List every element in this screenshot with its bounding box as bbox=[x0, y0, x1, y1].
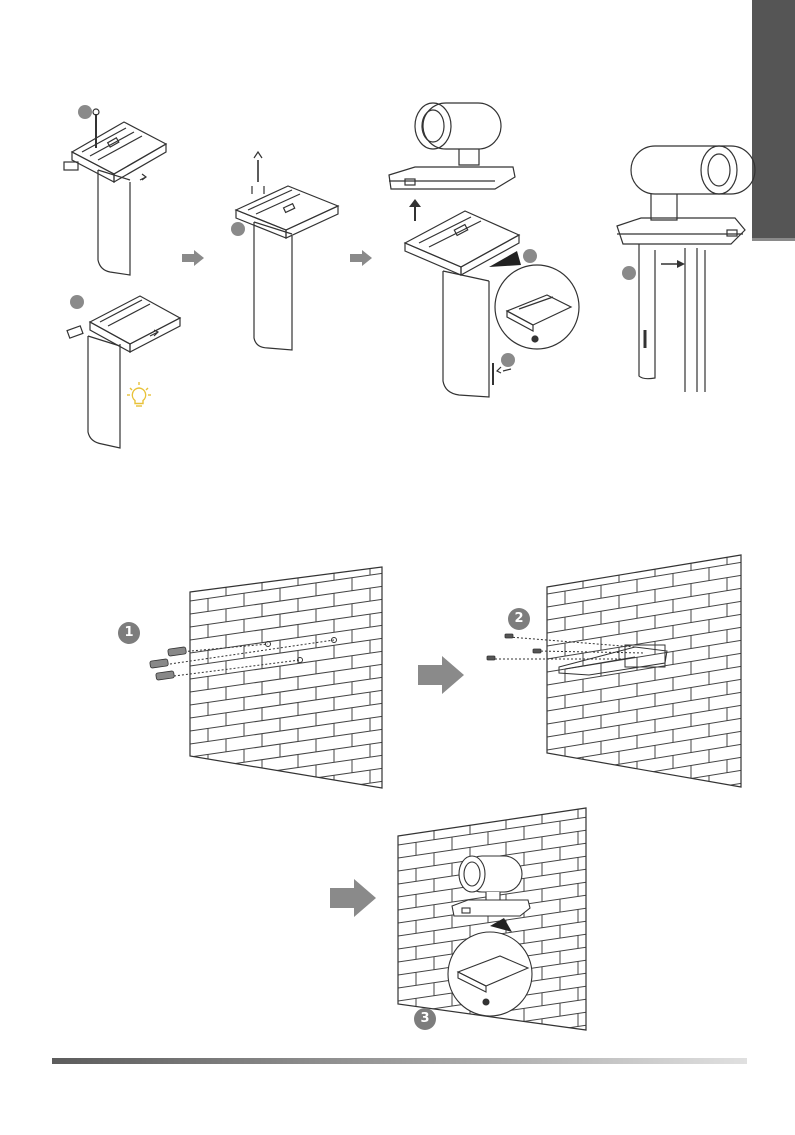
tip-lightbulb bbox=[126, 380, 152, 410]
step-badge-a bbox=[78, 105, 92, 119]
side-tab-underline bbox=[752, 238, 795, 241]
lightbulb-icon bbox=[126, 380, 152, 410]
step-badge-c bbox=[231, 222, 245, 236]
figure-camera-onto-shelf bbox=[385, 95, 585, 400]
flow-arrow-2 bbox=[350, 250, 372, 271]
step-3-badge: 3 bbox=[414, 1008, 436, 1030]
figure-wall-bracket-screws bbox=[485, 555, 745, 790]
step-badge-e bbox=[622, 266, 636, 280]
flow-arrow-3 bbox=[418, 656, 464, 699]
step-badge-d2 bbox=[501, 353, 515, 367]
figure-wall-drill-anchors bbox=[140, 562, 385, 792]
figure-shelf-latch-bottom bbox=[62, 290, 182, 455]
figure-shelf-screw-top bbox=[60, 100, 180, 280]
arrow-right-icon bbox=[330, 879, 376, 917]
figure-plate-screw bbox=[228, 150, 343, 355]
arrow-right-icon bbox=[350, 250, 372, 266]
arrow-right-icon bbox=[418, 656, 464, 694]
step-badge-b bbox=[70, 295, 84, 309]
flow-arrow-1 bbox=[182, 250, 204, 271]
side-tab bbox=[752, 0, 795, 238]
flow-arrow-4 bbox=[330, 879, 376, 922]
figure-wall-camera-mounted bbox=[394, 806, 589, 1034]
step-badge-d1 bbox=[523, 249, 537, 263]
step-1-badge: 1 bbox=[118, 622, 140, 644]
figure-camera-on-display bbox=[605, 140, 755, 395]
arrow-right-icon bbox=[182, 250, 204, 266]
footer-rule bbox=[52, 1058, 747, 1064]
